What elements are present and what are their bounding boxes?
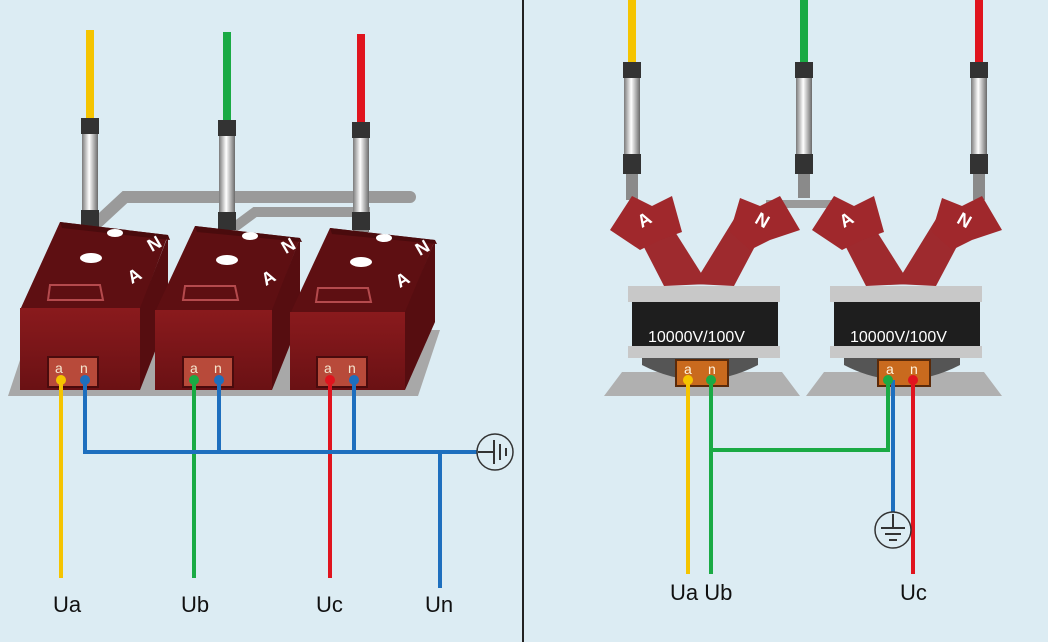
transformer-r1: 10000V/100V A N a n [604,196,800,396]
ground-icon [476,433,514,471]
bushing-rod [970,62,988,200]
bus-bar-cross [225,207,370,237]
phase-c-lead [357,34,365,122]
terminal-a-label: a [190,360,198,376]
output-label-uc: Uc [316,592,343,617]
secondary-wiring [59,380,478,588]
bushing-rod [623,62,641,200]
terminal-a-label: a [324,360,332,376]
transformer-2: A N a n [143,226,306,396]
terminal-n-label: n [348,360,356,376]
terminal-a-label: a [684,361,692,377]
terminal-n-label: n [910,361,918,377]
terminal-box [316,356,368,388]
output-label-ub: Ub [181,592,209,617]
right-panel: 10000V/100V A N a n 10000V/100V A N [604,0,1002,605]
secondary-wiring [686,380,915,574]
phase-b-lead [800,0,808,62]
transformer-3: A N a n [276,228,440,396]
output-label-uc: Uc [900,580,927,605]
terminal-dots [683,375,918,385]
phase-a-lead [628,0,636,62]
output-label-un: Un [425,592,453,617]
rating-label: 10000V/100V [648,329,745,346]
phase-a-lead [86,30,94,118]
terminal-box [47,356,99,388]
terminal-n-label: n [80,360,88,376]
rating-label: 10000V/100V [850,329,947,346]
terminal-dots [56,375,359,385]
terminal-n-label: n [214,360,222,376]
output-label-ua: Ua [53,592,82,617]
terminal-a-label: a [886,361,894,377]
terminal-a-label: a [55,360,63,376]
output-label-ua-ub: Ua Ub [670,580,732,605]
phase-b-lead [223,32,231,120]
panel-divider [522,0,524,642]
left-panel: A N a n A N a n [8,30,514,617]
terminal-n-label: n [708,361,716,377]
transformer-1: A N a n [8,222,172,396]
ground-icon [874,511,912,549]
transformer-r2: 10000V/100V A N a n [806,196,1002,396]
bus-bar [92,191,416,228]
bushing-rod [795,62,813,198]
phase-c-lead [975,0,983,62]
